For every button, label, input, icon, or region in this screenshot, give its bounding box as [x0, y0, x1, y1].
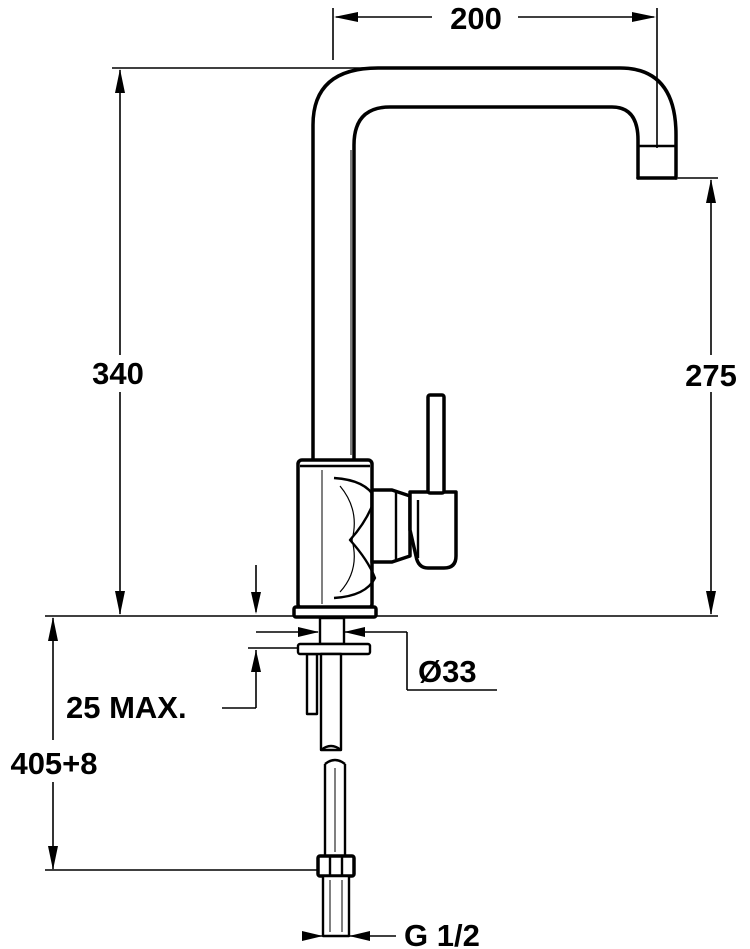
- mounting-hardware: [296, 616, 372, 938]
- dimension-height-spout: 275: [678, 177, 737, 615]
- dimension-label-thread: G 1/2: [404, 918, 480, 949]
- dimension-deck-thickness: 25 MAX.: [66, 565, 298, 725]
- dimension-label-height-spout: 275: [685, 358, 737, 393]
- dimension-hose-length: 405+8: [10, 617, 318, 871]
- dimension-label-diameter: Ø33: [418, 654, 477, 689]
- dimension-height-total: 340: [92, 67, 380, 615]
- faucet-spout: [311, 66, 678, 462]
- dimension-label-width-top: 200: [450, 1, 502, 36]
- dimension-label-hose-length: 405+8: [10, 746, 97, 781]
- faucet-body: [292, 458, 378, 619]
- dimension-label-height-total: 340: [92, 356, 144, 391]
- dimension-label-deck-thickness: 25 MAX.: [66, 690, 187, 725]
- dimension-width-top: 200: [332, 1, 658, 148]
- faucet-lever: [370, 393, 458, 570]
- dimension-diameter: Ø33: [256, 627, 497, 691]
- dimension-thread: G 1/2: [302, 918, 480, 949]
